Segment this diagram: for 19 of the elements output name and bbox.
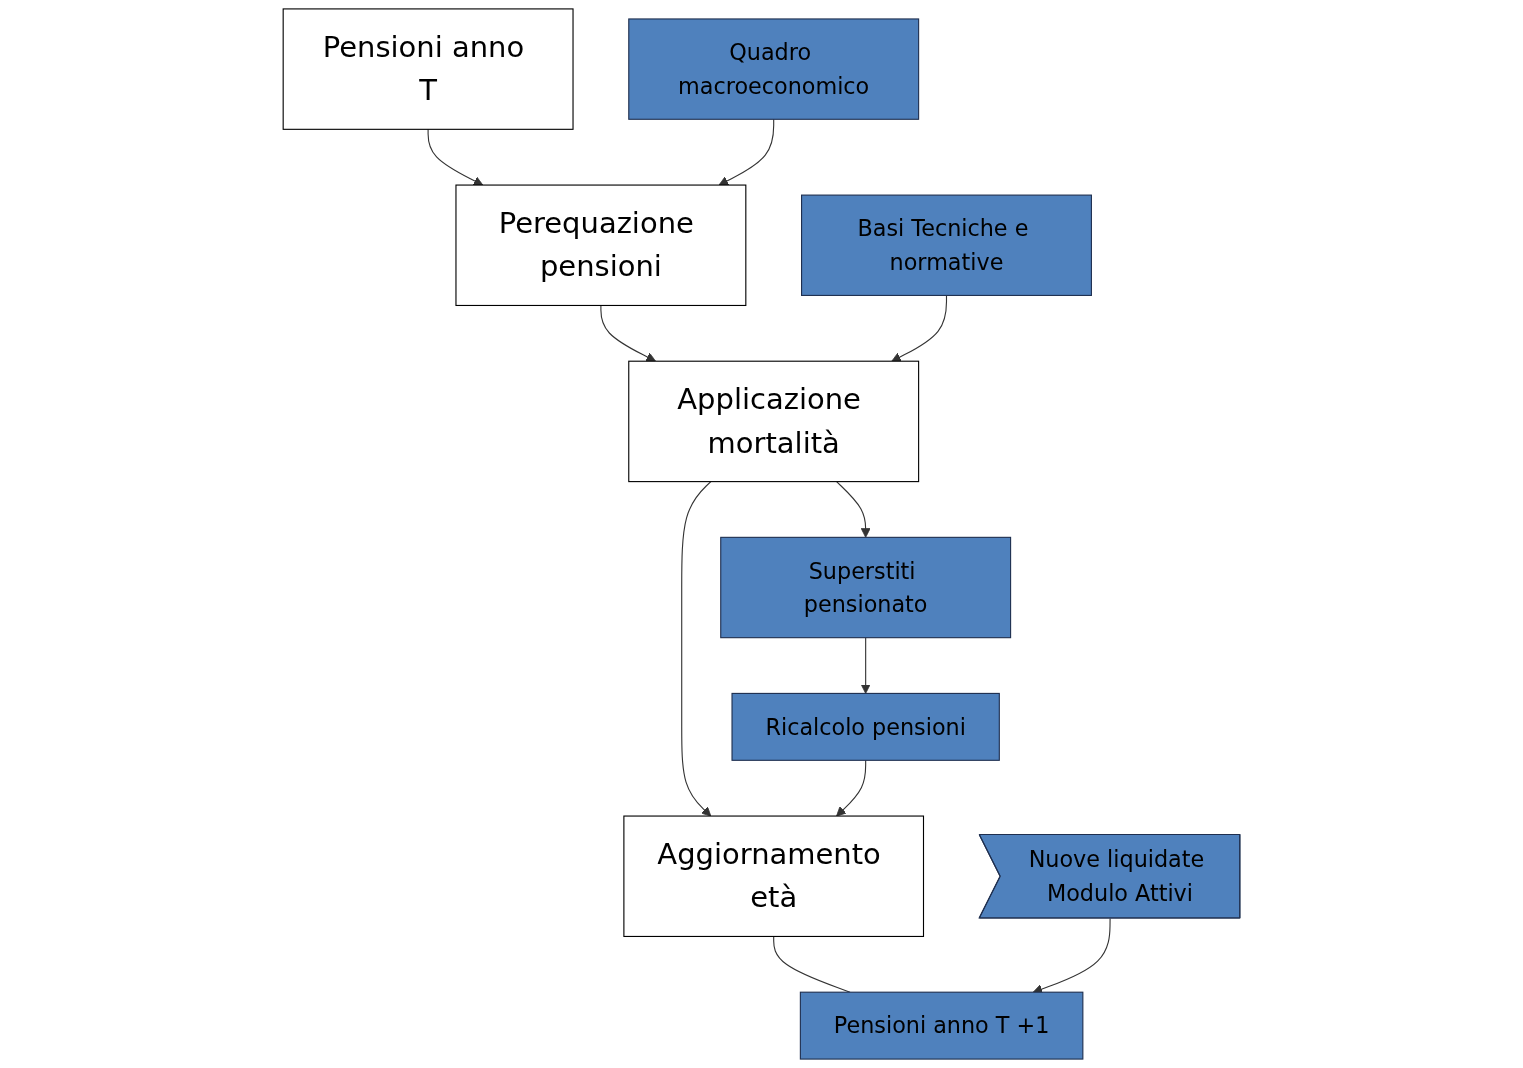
node-box: Superstiti pensionato [720, 536, 1012, 639]
node-box: Basi Tecniche e normative [801, 194, 1092, 296]
arrow [718, 118, 775, 186]
node-box: Pensioni anno T +1 [799, 991, 1084, 1060]
node-box: Aggiornamento età [623, 815, 925, 937]
node-box: Applicazione mortalità [628, 360, 920, 483]
arrow [600, 304, 656, 362]
connector [773, 935, 851, 993]
node-box: Perequazione pensioni [455, 184, 747, 306]
arrow [836, 481, 871, 538]
arrow [836, 759, 867, 817]
arrow [427, 128, 484, 186]
arrow [681, 481, 712, 817]
arrow [891, 294, 948, 362]
node-box: Quadro macroeconomico [628, 18, 920, 120]
node-box: Ricalcolo pensioni [731, 692, 1000, 761]
arrow [1032, 918, 1111, 994]
node-box: Pensioni anno T [282, 8, 574, 130]
arrow [860, 637, 871, 694]
